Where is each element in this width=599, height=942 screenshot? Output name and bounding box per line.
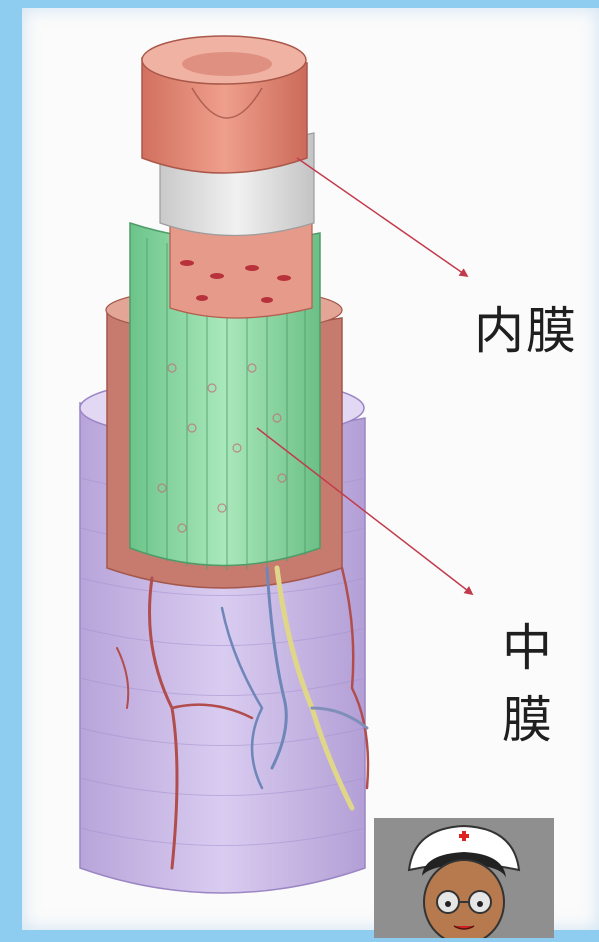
vessel-wall-diagram	[22, 8, 599, 930]
nurse-avatar-panel	[374, 818, 554, 938]
intima-label: 内膜	[474, 291, 578, 363]
figure-canvas: 内膜 中膜	[22, 8, 599, 930]
intima-layer	[142, 36, 307, 173]
intima-pointer-line	[297, 158, 467, 276]
nurse-cartoon-icon	[374, 818, 554, 938]
media-label: 中膜	[502, 608, 599, 752]
